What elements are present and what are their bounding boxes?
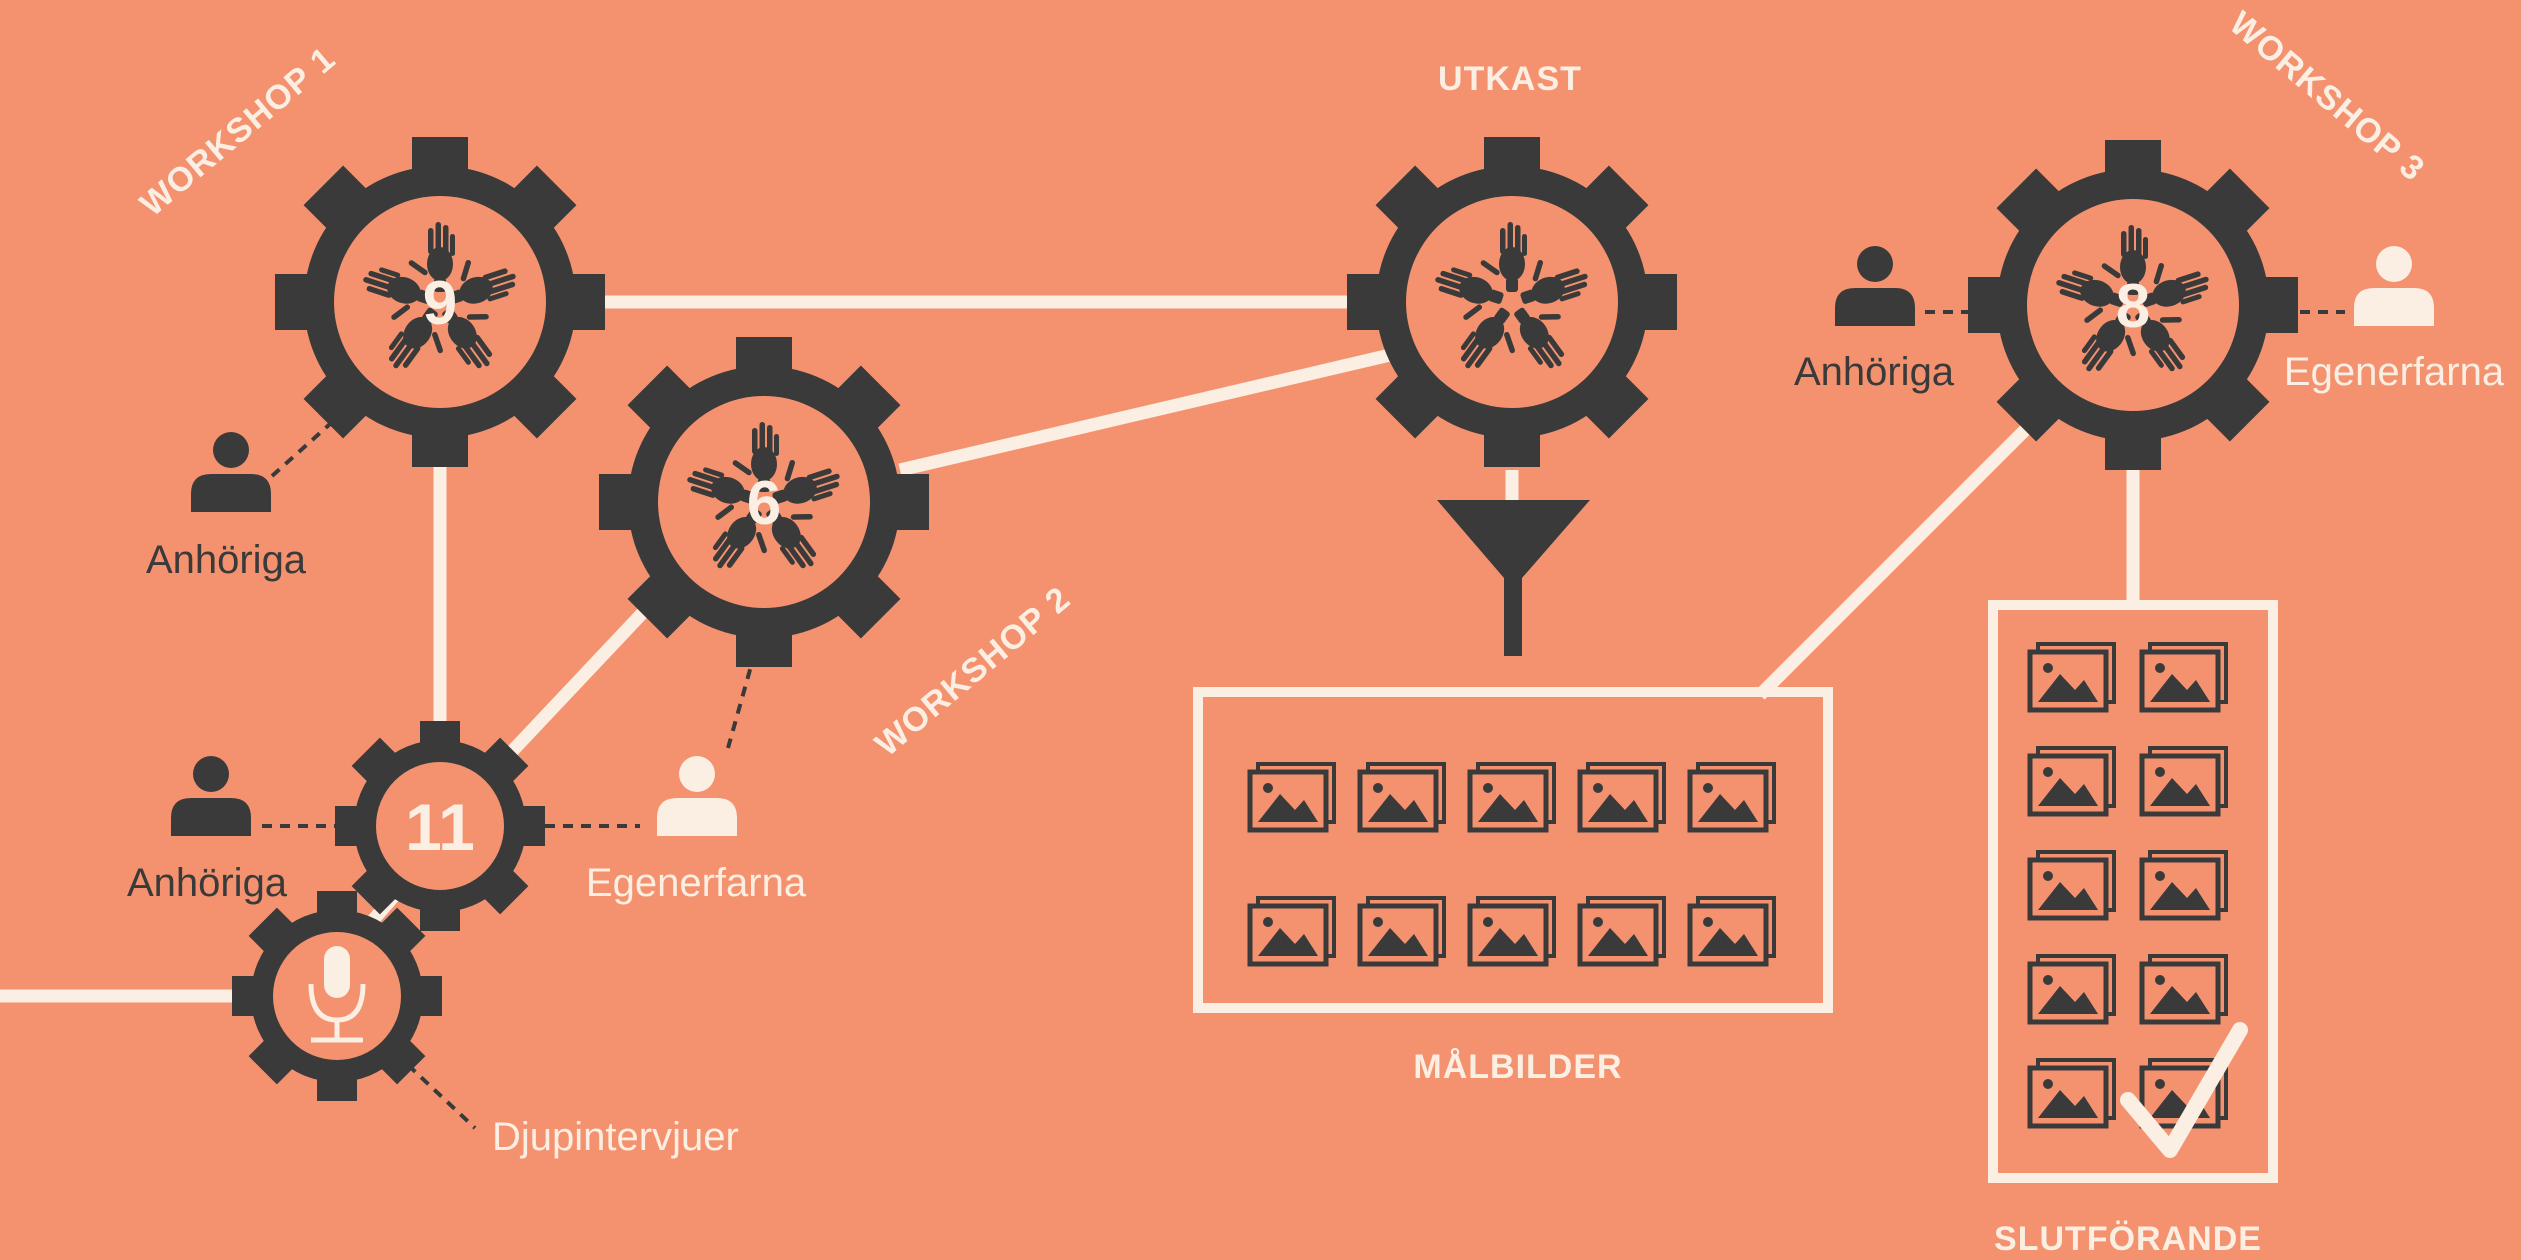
image-icon: [1470, 898, 1554, 964]
malbilder-label: MÅLBILDER: [1413, 1048, 1622, 1086]
person-icon: [191, 432, 271, 512]
anhoriga-label: Anhöriga: [127, 861, 288, 905]
gear-workshop-3: 8: [1968, 140, 2298, 470]
image-icon: [2030, 644, 2114, 710]
image-icon: [1470, 764, 1554, 830]
image-icon: [2142, 956, 2226, 1022]
egenerfarna-label: Egenerfarna: [586, 861, 807, 905]
image-icon: [2142, 852, 2226, 918]
image-icon: [1360, 764, 1444, 830]
workshop-1-label: WORKSHOP 1: [133, 39, 343, 224]
gear-workshop-1: 9: [275, 137, 605, 467]
gear-number-6: 6: [747, 469, 781, 538]
person-icon: [2354, 246, 2434, 326]
image-icon: [1250, 898, 1334, 964]
workshop-2-label: WORKSHOP 2: [868, 579, 1078, 764]
gear-number-9: 9: [423, 269, 457, 338]
dashed-connectors: [262, 310, 2345, 1130]
malbilder-images: [1250, 764, 1774, 964]
egenerfarna-label: Egenerfarna: [2284, 350, 2505, 394]
gear-workshop-2: 6: [599, 337, 929, 667]
gear-utkast: [1347, 137, 1677, 467]
utkast-label: UTKAST: [1438, 60, 1582, 98]
slutforande-label: SLUTFÖRANDE: [1994, 1220, 2262, 1258]
gear-interviews-count: 11: [335, 721, 545, 931]
image-icon: [1360, 898, 1444, 964]
microphone-icon: [308, 946, 366, 1043]
image-icon: [2142, 748, 2226, 814]
image-icon: [2142, 644, 2226, 710]
image-icon: [1690, 764, 1774, 830]
image-icon: [1580, 764, 1664, 830]
image-icon: [2030, 956, 2114, 1022]
workshop-3-label: WORKSHOP 3: [2222, 4, 2432, 189]
person-icon: [1835, 246, 1915, 326]
gear-number-11: 11: [405, 790, 475, 864]
person-icon: [657, 756, 737, 836]
anhoriga-label: Anhöriga: [1794, 350, 1955, 394]
image-icon: [1580, 898, 1664, 964]
person-icon: [171, 756, 251, 836]
image-icon: [1690, 898, 1774, 964]
image-icon: [1250, 764, 1334, 830]
anhoriga-label: Anhöriga: [146, 538, 307, 582]
image-icon: [2030, 1060, 2114, 1126]
slutforande-images: [2030, 644, 2226, 1126]
djupintervjuer-label: Djupintervjuer: [492, 1115, 739, 1159]
malbilder-box: [1193, 687, 1833, 1013]
funnel-icon: [1437, 500, 1590, 656]
checkmark-icon: [2120, 1022, 2248, 1158]
gear-number-8: 8: [2116, 272, 2150, 341]
image-icon: [2030, 852, 2114, 918]
image-icon: [2030, 748, 2114, 814]
gear-microphone: [232, 891, 442, 1101]
slutforande-box: [1988, 600, 2278, 1183]
